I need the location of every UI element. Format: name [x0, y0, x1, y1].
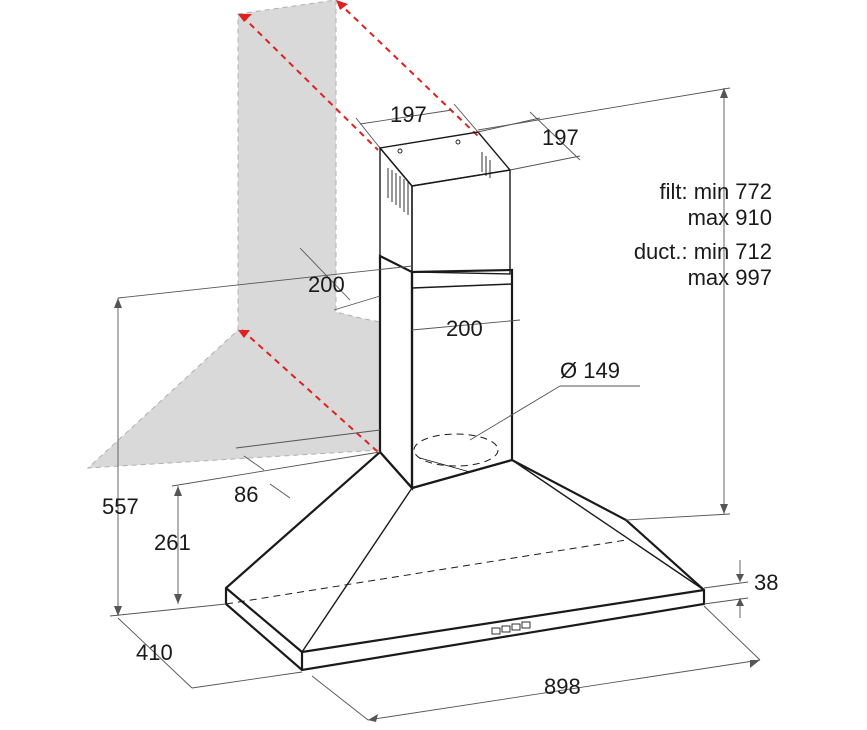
label-chimney-width: 197: [390, 102, 427, 127]
alignment-guides: [238, 0, 479, 453]
label-lower-width: 200: [446, 316, 483, 341]
label-filt-min: filt: min 772: [660, 179, 773, 204]
label-lower-depth: 200: [308, 272, 345, 297]
label-depth: 410: [136, 640, 173, 665]
wall-silhouette: [86, 0, 381, 469]
label-chimney-depth: 197: [542, 125, 579, 150]
dimension-labels: 197 197 filt: min 772 max 910 duct.: min…: [102, 102, 778, 699]
outlet-circle: [413, 433, 499, 473]
label-total-height: 557: [102, 494, 139, 519]
dimension-lines: [109, 87, 761, 722]
label-canopy-height: 261: [154, 530, 191, 555]
label-wall-offset: 86: [234, 482, 258, 507]
label-outlet-diameter: Ø 149: [560, 358, 620, 383]
vent-slots: [387, 152, 491, 215]
label-duct-max: max 997: [688, 265, 772, 290]
lower-chimney: [378, 254, 514, 491]
canopy: [224, 450, 706, 672]
label-rim-height: 38: [754, 570, 778, 595]
control-buttons: [491, 621, 531, 635]
label-width: 898: [544, 674, 581, 699]
label-duct-min: duct.: min 712: [634, 239, 772, 264]
upper-chimney: [378, 131, 512, 275]
label-filt-max: max 910: [688, 205, 772, 230]
